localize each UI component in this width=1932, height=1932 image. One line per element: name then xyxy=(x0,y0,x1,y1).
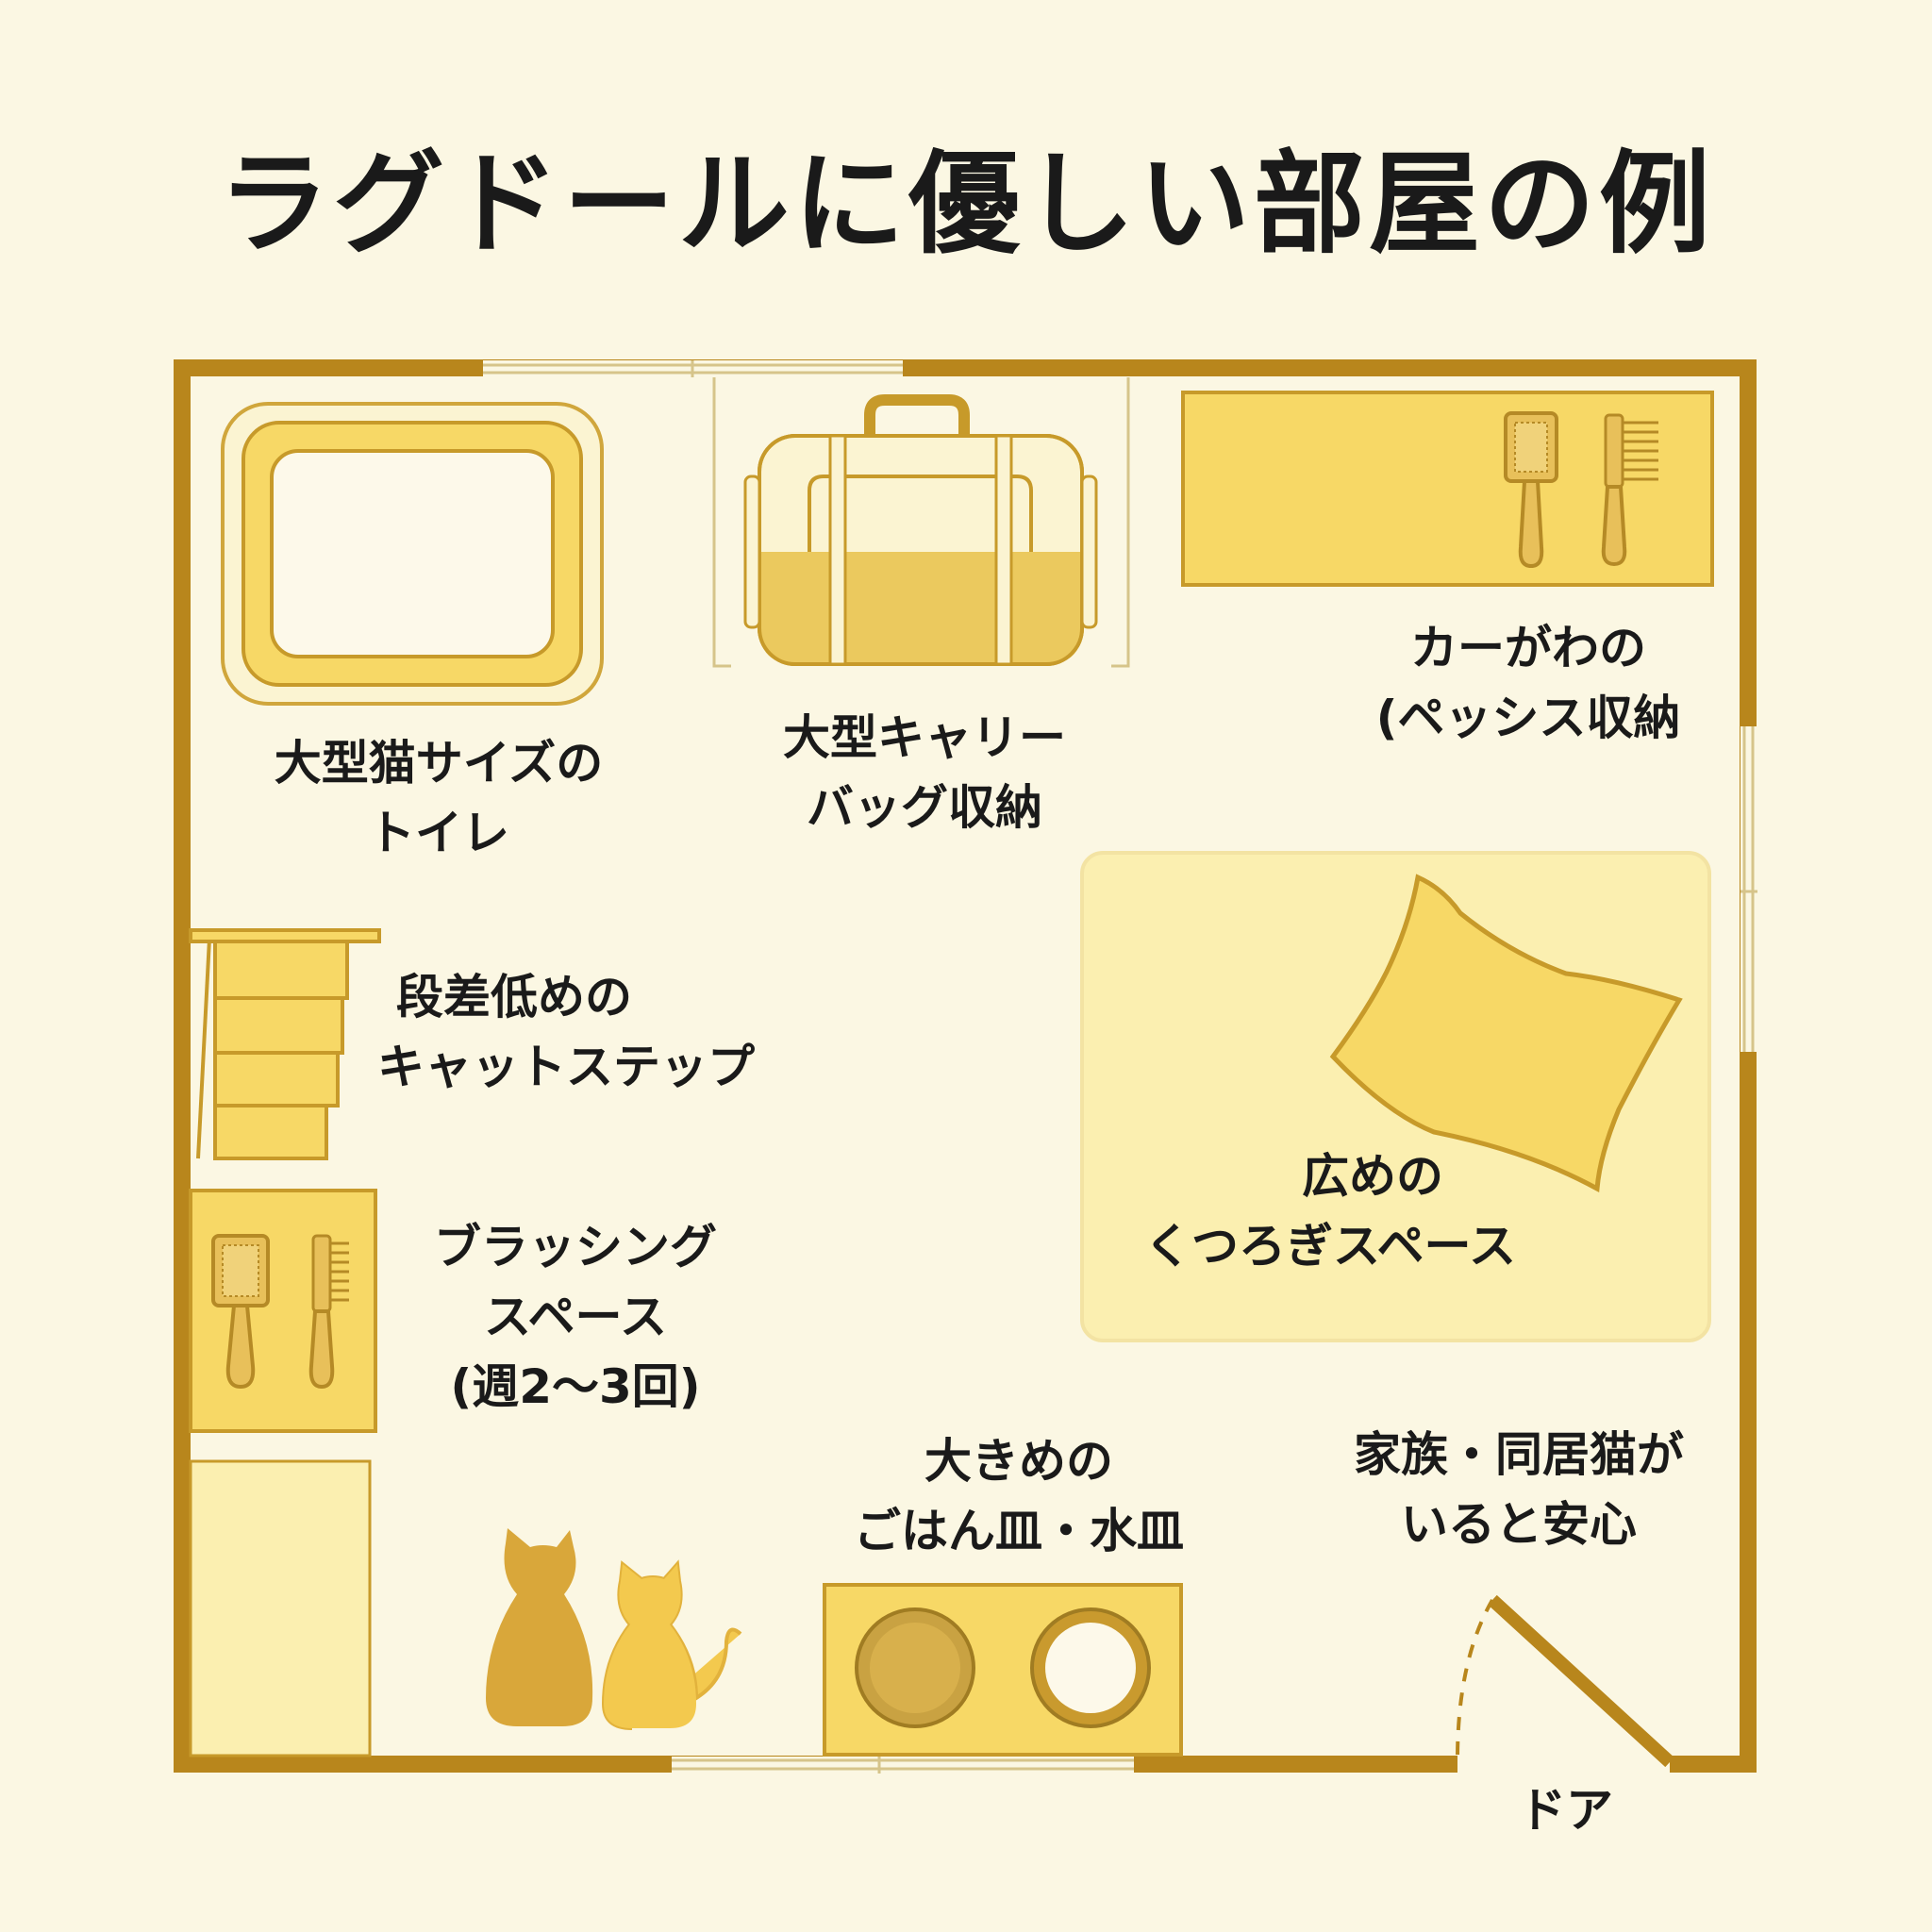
slicker-brush-icon xyxy=(211,1234,270,1390)
door-icon[interactable] xyxy=(1456,1594,1674,1768)
carrier-bag-icon xyxy=(712,377,1130,668)
label-carrier: 大型キャリー バッグ収納 xyxy=(783,710,1066,835)
food-bowl-icon xyxy=(855,1607,975,1728)
room-walls xyxy=(174,359,1757,1773)
page-title: ラグドールに優しい部屋の例 xyxy=(217,138,1714,269)
label-family: 家族・同居猫が いると安心 xyxy=(1354,1427,1684,1552)
water-bowl-icon xyxy=(1030,1607,1151,1728)
bowl-tray xyxy=(823,1583,1183,1757)
label-toilet: 大型猫サイズの トイレ xyxy=(274,736,604,860)
cat-icon xyxy=(486,1528,593,1726)
label-door: ドア xyxy=(1519,1783,1613,1838)
right-window xyxy=(1740,726,1757,1052)
cat-icon xyxy=(601,1559,742,1730)
comb-brush-icon xyxy=(308,1234,349,1390)
label-relax: 広めの くつろぎスペース xyxy=(1144,1149,1516,1274)
brushing-cabinet xyxy=(189,1189,377,1433)
label-bowls: 大きめの ごはん皿・水皿 xyxy=(854,1434,1184,1558)
label-steps: 段差低めの キャットステップ xyxy=(377,970,755,1094)
storage-shelf xyxy=(1181,391,1714,587)
label-brushing: ブラッシング スペース (週2〜3回) xyxy=(434,1220,717,1414)
litter-box-icon xyxy=(221,402,604,706)
label-shelf: カーがわの (ペッシス収納 xyxy=(1375,621,1681,745)
bottom-window xyxy=(672,1757,1134,1774)
slicker-brush-icon xyxy=(1504,411,1558,569)
stairs-icon xyxy=(189,928,381,1160)
top-window xyxy=(483,360,903,377)
bottom-cabinet xyxy=(189,1459,372,1757)
comb-brush-icon xyxy=(1601,413,1658,567)
cushion-icon xyxy=(1329,874,1683,1193)
